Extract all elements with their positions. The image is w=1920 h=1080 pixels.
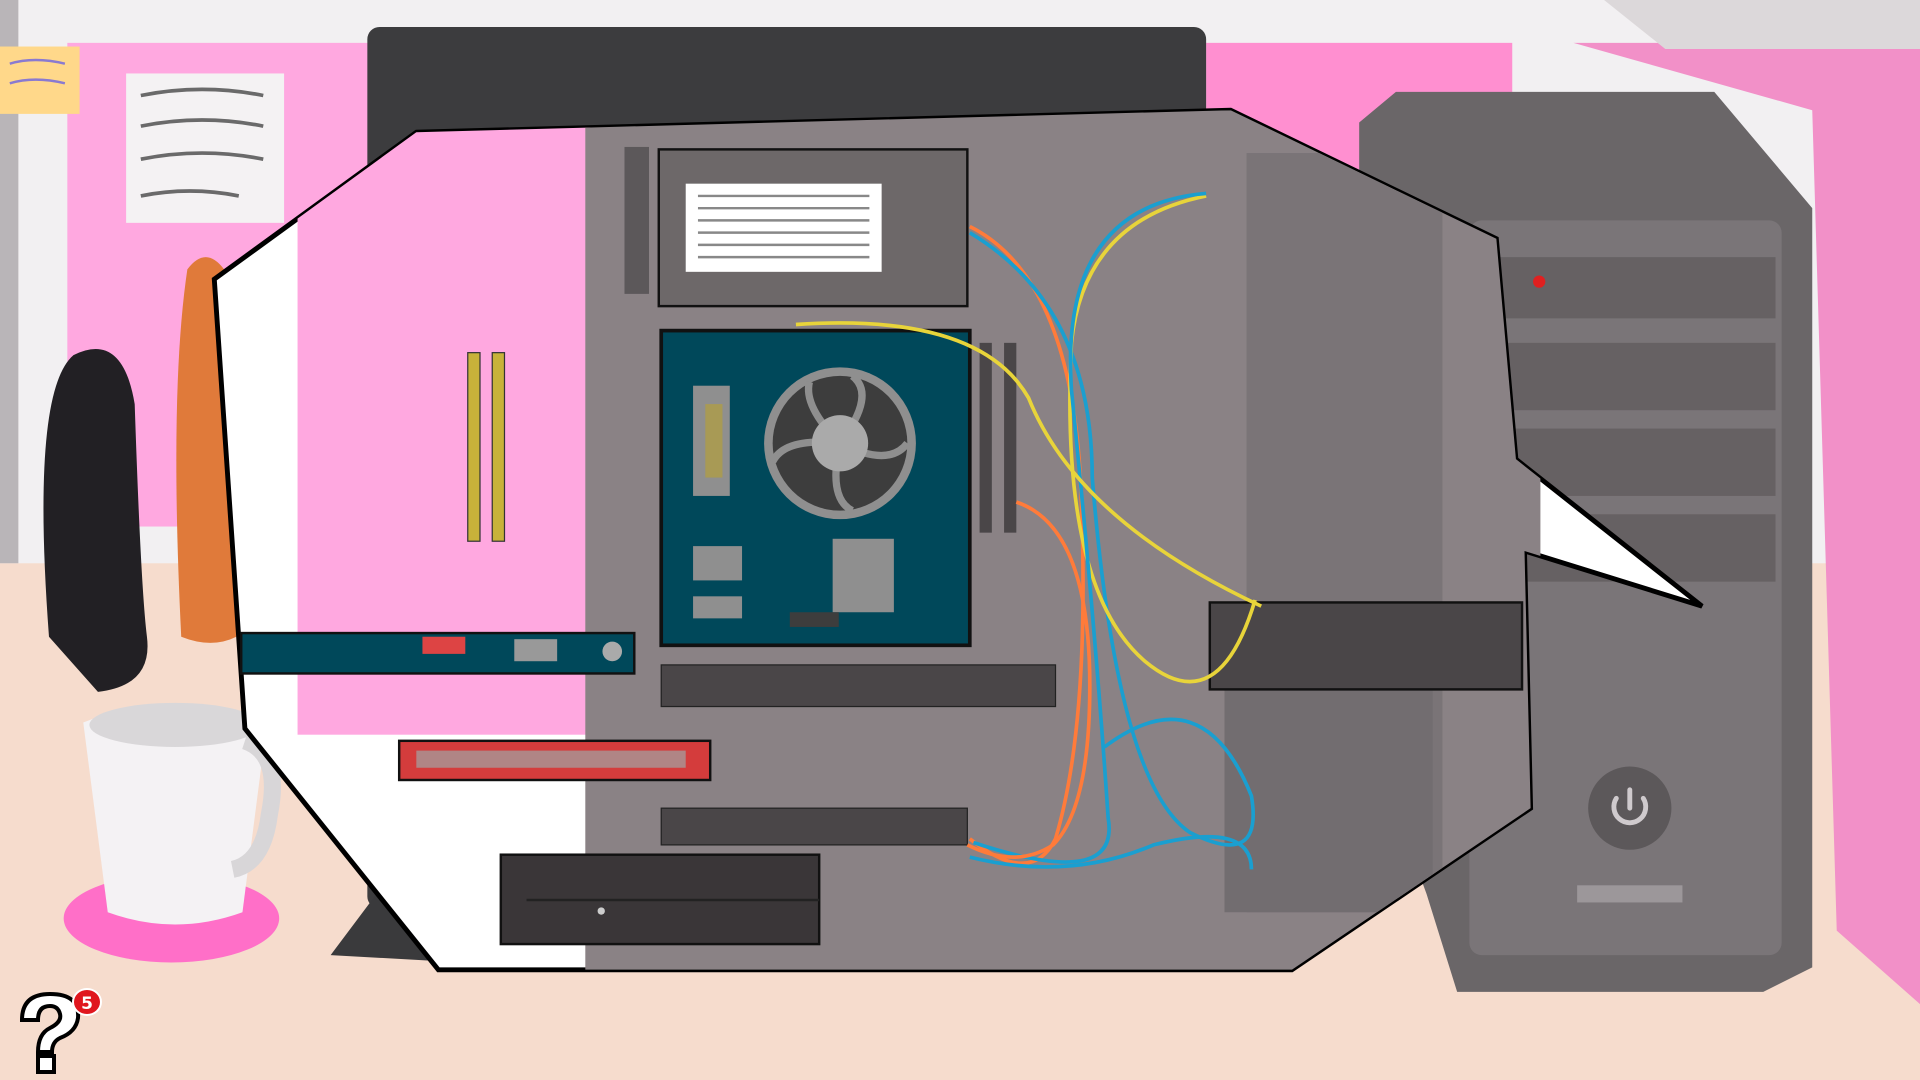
expansion-slot[interactable] bbox=[660, 807, 968, 846]
ram-stick[interactable] bbox=[491, 352, 506, 542]
paper-note bbox=[126, 73, 285, 223]
ram-stick[interactable] bbox=[467, 352, 481, 542]
mug bbox=[83, 704, 267, 925]
black-figurine bbox=[43, 348, 148, 692]
question-mark-icon bbox=[19, 991, 81, 1074]
notification-badge: 5 bbox=[72, 988, 102, 1016]
expansion-slot[interactable] bbox=[660, 664, 1057, 708]
help-button[interactable]: 5 bbox=[14, 988, 102, 1075]
cables[interactable] bbox=[795, 191, 1263, 870]
drive-bay[interactable] bbox=[1208, 601, 1524, 691]
right-wall-panel bbox=[1573, 42, 1920, 1005]
